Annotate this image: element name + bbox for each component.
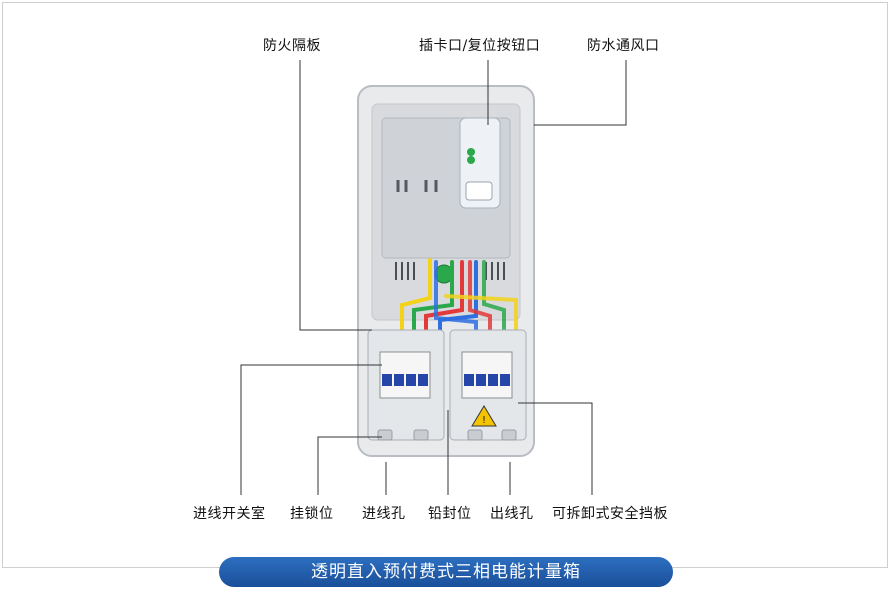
label-waterproof-vent: 防水通风口 xyxy=(587,38,660,54)
upper-vent-slits xyxy=(396,180,438,192)
label-card-slot-reset: 插卡口/复位按钮口 xyxy=(419,38,541,54)
title-banner: 透明直入预付费式三相电能计量箱 xyxy=(219,557,673,587)
label-inlet-hole: 进线孔 xyxy=(362,506,406,522)
reset-button-b xyxy=(467,156,475,164)
label-lock-position: 挂锁位 xyxy=(290,506,334,522)
label-seal-position: 铅封位 xyxy=(428,506,472,522)
label-fire-partition: 防火隔板 xyxy=(263,38,321,54)
warning-sign xyxy=(471,405,497,427)
label-breaker-room: 进线开关室 xyxy=(193,506,266,522)
breaker-left xyxy=(379,351,431,399)
leader-lines xyxy=(240,60,627,495)
reset-button-a xyxy=(467,148,475,156)
breaker-right xyxy=(461,351,513,399)
label-removable-baffle: 可拆卸式安全挡板 xyxy=(552,506,668,522)
label-outlet-hole: 出线孔 xyxy=(490,506,534,522)
svg-text:!: ! xyxy=(482,415,486,426)
bottom-holes xyxy=(377,429,517,441)
card-slot xyxy=(465,181,493,201)
